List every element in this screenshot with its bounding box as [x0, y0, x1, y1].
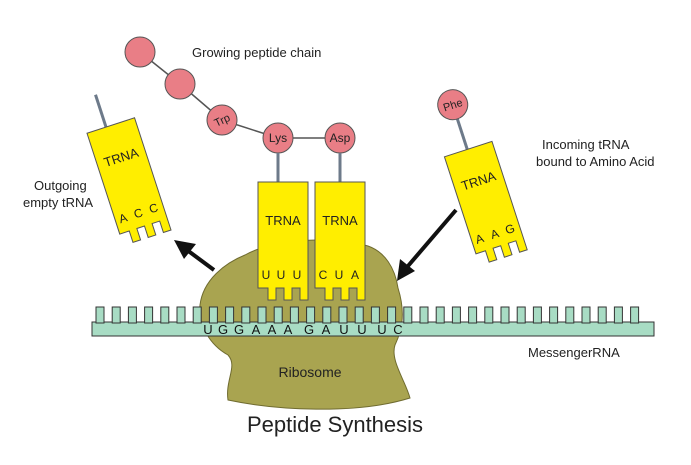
- mrna-tooth: [160, 306, 170, 324]
- anticodon-base: A: [351, 268, 359, 282]
- anticodon-base: U: [293, 268, 302, 282]
- mrna-tooth: [95, 306, 105, 324]
- exit-arrow: [174, 240, 216, 272]
- incoming-label-line1: Incoming tRNA: [542, 137, 630, 152]
- mrna-tooth: [176, 306, 186, 324]
- mrna-codons: U G G A A A G A U U U C: [203, 322, 402, 337]
- anticodon-base: G: [503, 221, 516, 237]
- amino-acid-trp: [206, 104, 238, 136]
- mrna-base: G: [218, 322, 228, 337]
- mrna-tooth: [435, 306, 445, 324]
- diagram-title: Peptide Synthesis: [247, 412, 423, 437]
- mrna-strand: [91, 306, 655, 337]
- trna-label: TRNA: [265, 213, 301, 228]
- anticodon-base: A: [474, 231, 486, 247]
- mrna-base: U: [203, 322, 212, 337]
- mrna-tooth: [565, 306, 575, 324]
- mrna-tooth: [613, 306, 623, 324]
- mrna-base: A: [322, 322, 331, 337]
- mrna-base: U: [339, 322, 348, 337]
- mrna-tooth: [597, 306, 607, 324]
- mrna-tooth: [403, 306, 413, 324]
- anticodon-base: U: [262, 268, 271, 282]
- mrna-tooth: [289, 306, 299, 324]
- trna-label: TRNA: [322, 213, 358, 228]
- mrna-tooth: [111, 306, 121, 324]
- mrna-tooth: [273, 306, 283, 324]
- mrna-base: A: [252, 322, 261, 337]
- mrna-tooth: [241, 306, 251, 324]
- amino-acid-lys-label: Lys: [269, 131, 287, 145]
- trna-incoming: Phe TRNA A A G: [437, 89, 528, 263]
- mrna-tooth: [225, 306, 235, 324]
- mrna-tooth: [192, 306, 202, 324]
- amino-acid-phe: [437, 89, 469, 121]
- outgoing-label-line2: empty tRNA: [23, 195, 93, 210]
- amino-acid-asp-label: Asp: [330, 131, 351, 145]
- mrna-tooth: [257, 306, 267, 324]
- trna-outgoing: TRNA A C C: [86, 94, 172, 244]
- amino-acid-phe-label: Phe: [442, 97, 464, 114]
- mrna-label: MessengerRNA: [528, 345, 620, 360]
- mrna-tooth: [306, 306, 316, 324]
- mrna-base: A: [268, 322, 277, 337]
- mrna-tooth: [581, 306, 591, 324]
- mrna-tooth: [208, 306, 218, 324]
- mrna-tooth: [468, 306, 478, 324]
- mrna-base: C: [393, 322, 402, 337]
- mrna-tooth: [338, 306, 348, 324]
- mrna-tooth: [549, 306, 559, 324]
- mrna-tooth: [451, 306, 461, 324]
- anticodon-base: A: [489, 226, 501, 242]
- trna-site-2: TRNA C U A: [314, 181, 366, 301]
- mrna-base: A: [284, 322, 293, 337]
- anticodon-base: U: [335, 268, 344, 282]
- mrna-tooth: [484, 306, 494, 324]
- amino-acid-bead: [124, 36, 156, 68]
- mrna-tooth: [532, 306, 542, 324]
- anticodon-base: A: [117, 210, 129, 226]
- mrna-tooth: [630, 306, 640, 324]
- mrna-base: U: [377, 322, 386, 337]
- mrna-tooth: [500, 306, 510, 324]
- mrna-tooth: [127, 306, 137, 324]
- anticodon-base: U: [277, 268, 286, 282]
- anticodon-base: C: [319, 268, 328, 282]
- mrna-tooth: [370, 306, 380, 324]
- mrna-tooth: [144, 306, 154, 324]
- incoming-label-line2: bound to Amino Acid: [536, 154, 655, 169]
- ribosome-label: Ribosome: [278, 364, 341, 380]
- amino-acid-bead: [164, 68, 196, 100]
- mrna-tooth: [419, 306, 429, 324]
- trna-site-1: TRNA U U U: [257, 181, 309, 301]
- entry-arrow: [397, 208, 458, 281]
- mrna-base: G: [304, 322, 314, 337]
- outgoing-label-line1: Outgoing: [34, 178, 87, 193]
- mrna-tooth: [387, 306, 397, 324]
- mrna-base: G: [234, 322, 244, 337]
- mrna-tooth: [322, 306, 332, 324]
- mrna-tooth: [354, 306, 364, 324]
- growing-chain-label: Growing peptide chain: [192, 45, 321, 60]
- mrna-base: U: [357, 322, 366, 337]
- peptide-chain: Trp Lys Asp: [124, 36, 356, 154]
- mrna-tooth: [516, 306, 526, 324]
